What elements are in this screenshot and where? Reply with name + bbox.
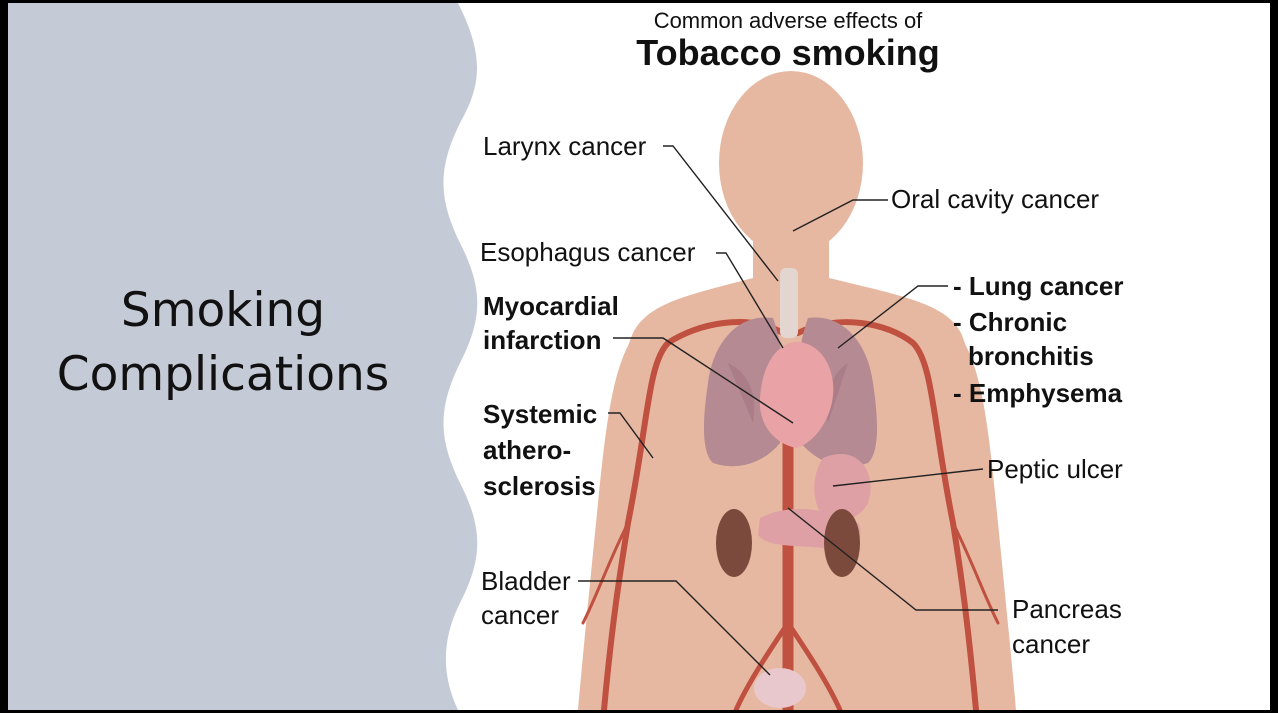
label-bladder: Bladder <box>481 566 571 596</box>
label-pancreas: Pancreas <box>1012 594 1122 624</box>
label-emphysema: - Emphysema <box>953 378 1123 408</box>
label-bladder-cancer: cancer <box>481 600 559 630</box>
label-athero: athero- <box>483 435 571 465</box>
label-esophagus-cancer: Esophagus cancer <box>480 237 696 267</box>
smoking-effects-diagram: Common adverse effects of Tobacco smokin… <box>8 3 1270 710</box>
diagram-title: Tobacco smoking <box>636 32 939 73</box>
trachea <box>780 268 798 338</box>
right-kidney <box>824 509 860 577</box>
label-bronchitis: bronchitis <box>968 341 1094 371</box>
label-oral-cavity-cancer: Oral cavity cancer <box>891 184 1099 214</box>
label-infarction: infarction <box>483 325 601 355</box>
bladder <box>754 668 806 708</box>
label-larynx-cancer: Larynx cancer <box>483 131 647 161</box>
label-systemic: Systemic <box>483 399 597 429</box>
label-pancreas-cancer: cancer <box>1012 629 1090 659</box>
label-peptic-ulcer: Peptic ulcer <box>987 454 1123 484</box>
label-chronic: - Chronic <box>953 307 1067 337</box>
slide: Smoking Complications <box>8 3 1270 710</box>
label-myocardial: Myocardial <box>483 291 619 321</box>
label-lung-cancer: - Lung cancer <box>953 271 1123 301</box>
label-sclerosis: sclerosis <box>483 471 596 501</box>
diagram-subtitle: Common adverse effects of <box>654 8 923 33</box>
left-kidney <box>716 509 752 577</box>
